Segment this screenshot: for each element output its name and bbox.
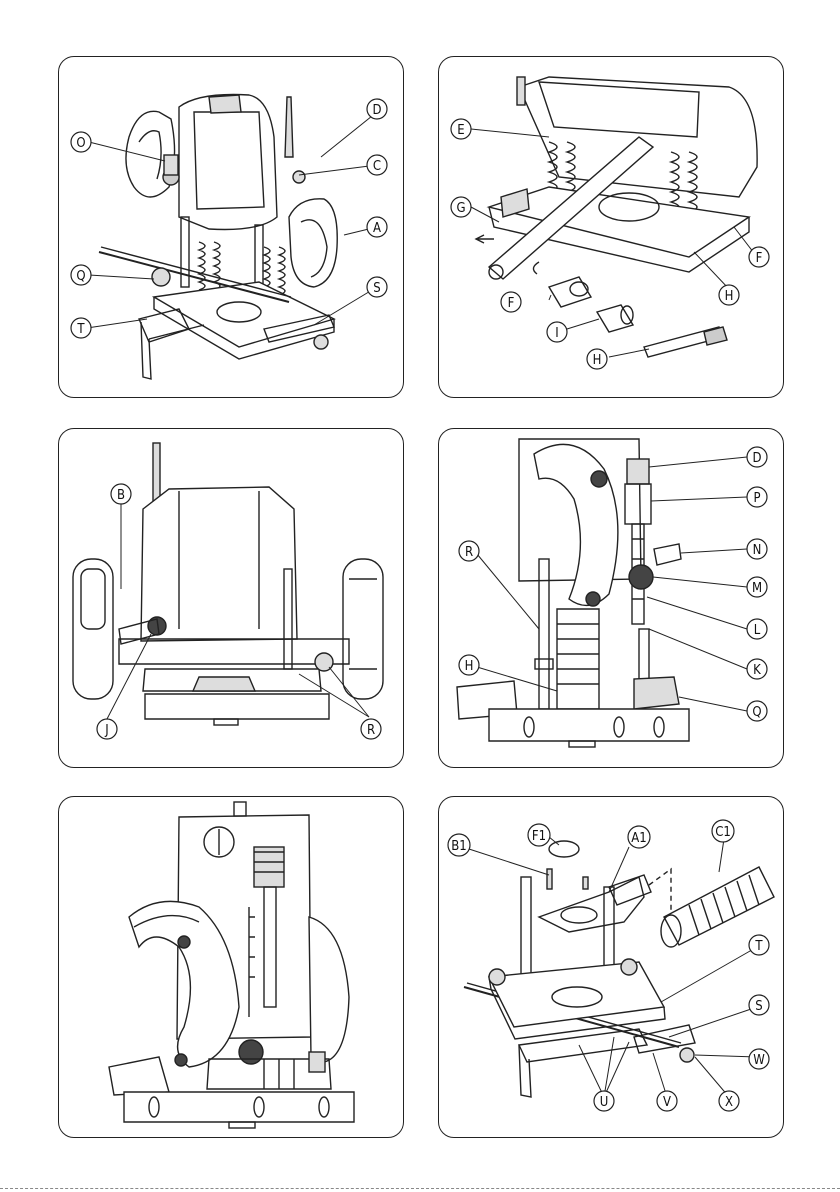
depth-adjust-drawing: D P N R M L H K Q <box>439 429 784 768</box>
collet-change-drawing: E G F F H I H <box>439 57 784 398</box>
dust-extraction-drawing: B1 F1 A1 C1 T S W U V X <box>439 797 784 1138</box>
callout-a1: A1 <box>631 831 646 846</box>
callout-a: A <box>373 221 381 236</box>
callout-p: P <box>753 491 760 506</box>
callout-i: I <box>555 326 558 341</box>
panel-side-view <box>58 796 404 1138</box>
callout-f-nut: F <box>508 296 515 311</box>
router-overview-drawing: O D C A Q S T <box>59 57 404 398</box>
callout-s: S <box>373 281 380 296</box>
callout-u: U <box>600 1095 609 1110</box>
panel-dust-extraction: B1 F1 A1 C1 T S W U V X <box>438 796 784 1138</box>
callout-s: S <box>755 999 762 1014</box>
panel-collet-change: E G F F H I H <box>438 56 784 398</box>
callout-r: R <box>465 545 473 560</box>
callout-r: R <box>367 723 375 738</box>
callout-b: B <box>117 488 125 503</box>
callout-t: T <box>754 939 763 954</box>
callout-t: T <box>76 322 85 337</box>
callout-d: D <box>752 451 761 466</box>
callout-h: H <box>465 659 474 674</box>
callout-f-wrench: F <box>756 251 763 266</box>
callout-w: W <box>753 1053 765 1068</box>
callout-q: Q <box>76 269 85 284</box>
callout-j: J <box>104 723 108 738</box>
callout-m: M <box>752 581 762 596</box>
panel-depth-adjust: D P N R M L H K Q <box>438 428 784 768</box>
callout-c1: C1 <box>715 825 731 840</box>
callout-o: O <box>76 136 85 151</box>
side-view-drawing <box>59 797 404 1138</box>
panel-front-view: B J R <box>58 428 404 768</box>
callout-e: E <box>457 123 464 138</box>
callout-q: Q <box>752 705 761 720</box>
callout-h-spindle: H <box>725 289 734 304</box>
callout-g: G <box>456 201 465 216</box>
callout-b1: B1 <box>451 839 466 854</box>
callout-c: C <box>373 159 381 174</box>
panel-router-overview: O D C A Q S T <box>58 56 404 398</box>
callout-d: D <box>372 103 381 118</box>
callout-k: K <box>753 663 761 678</box>
front-view-drawing: B J R <box>59 429 404 768</box>
callout-x: X <box>725 1095 733 1110</box>
page-cut-line <box>0 1188 840 1189</box>
callout-v: V <box>663 1095 671 1110</box>
callout-f1: F1 <box>532 829 546 844</box>
callout-h-bit: H <box>593 353 602 368</box>
callout-l: L <box>754 623 761 638</box>
callout-n: N <box>753 543 762 558</box>
